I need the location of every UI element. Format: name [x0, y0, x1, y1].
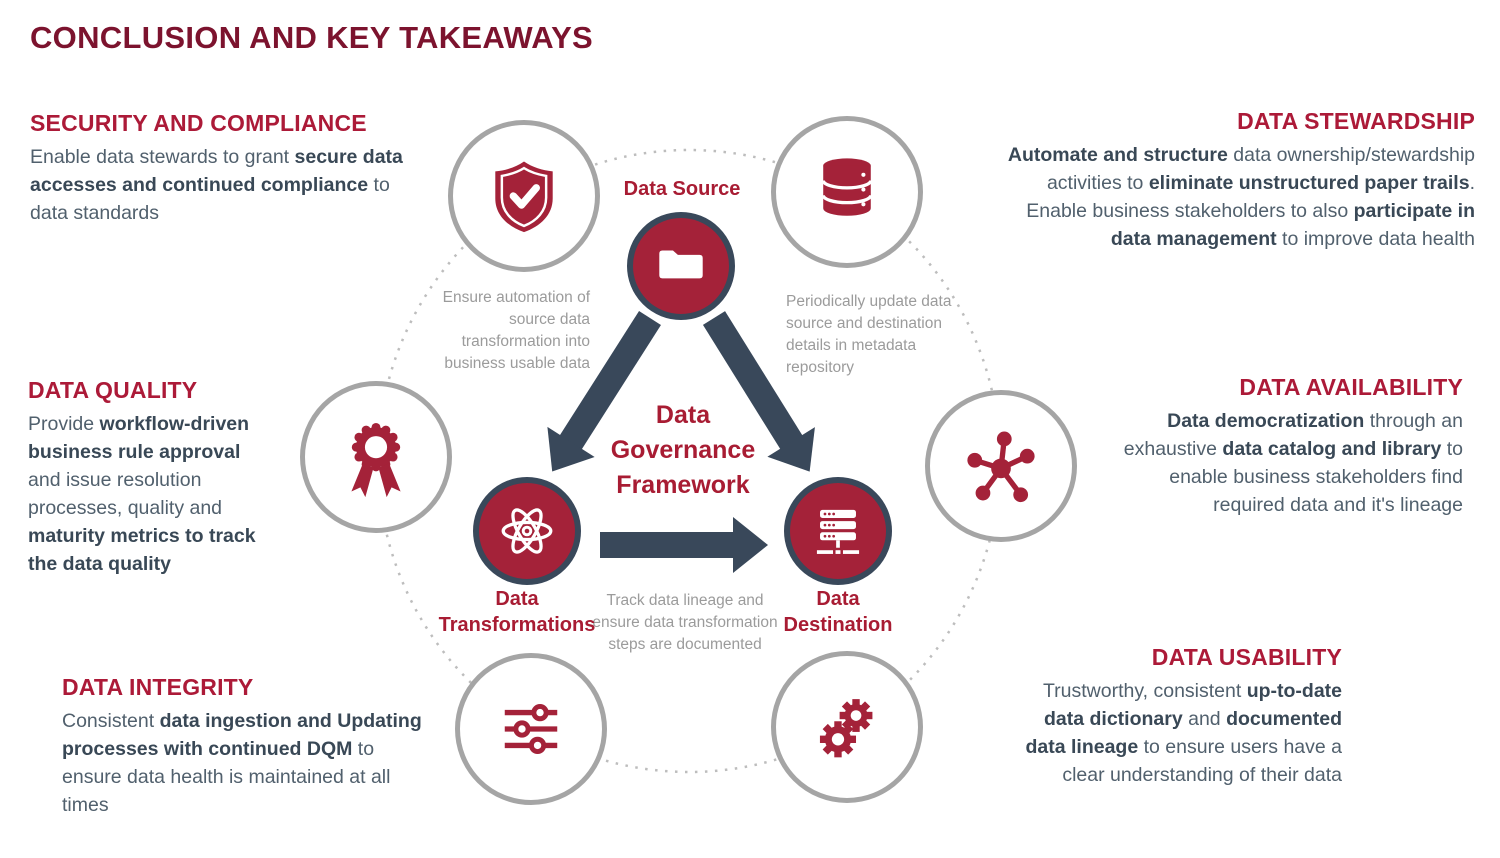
section-data-quality: DATA QUALITY Provide workflow-driven bus… [28, 377, 276, 578]
section-body: Trustworthy, consistent up-to-date data … [1025, 680, 1342, 786]
sliders-icon [504, 703, 558, 755]
section-heading: DATA USABILITY [1151, 644, 1342, 670]
section-body: Provide workflow-driven business rule ap… [28, 413, 256, 575]
section-heading: SECURITY AND COMPLIANCE [30, 110, 367, 136]
caption-transformations-destination: Track data lineage and ensure data trans… [592, 592, 778, 653]
network-hub-icon [967, 431, 1035, 503]
label-data-destination: Data Destination [783, 588, 893, 636]
caption-source-transformations: Ensure automation of source data transfo… [442, 289, 590, 372]
section-data-integrity: DATA INTEGRITY Consistent data ingestion… [62, 674, 427, 819]
arrow-transformations-to-destination [600, 517, 768, 573]
section-data-stewardship: DATA STEWARDSHIP Automate and structure … [985, 108, 1475, 253]
section-heading: DATA QUALITY [28, 377, 198, 403]
shield-check-icon [495, 161, 553, 233]
circle-availability [925, 390, 1077, 542]
database-icon [821, 158, 873, 216]
atom-icon [501, 508, 553, 554]
circle-quality [300, 381, 452, 533]
node-data-source [627, 212, 735, 320]
section-heading: DATA INTEGRITY [62, 674, 254, 700]
gears-icon [819, 699, 873, 758]
center-framework-label: Data Governance Framework [553, 398, 813, 503]
circle-usability [771, 651, 923, 803]
center-line-2: Governance [610, 436, 756, 464]
folder-icon [659, 250, 703, 279]
page-title: CONCLUSION AND KEY TAKEAWAYS [30, 20, 594, 55]
section-heading: DATA AVAILABILITY [1239, 374, 1463, 400]
section-body: Consistent data ingestion and Updating p… [62, 710, 422, 816]
section-data-availability: DATA AVAILABILITY Data democratization t… [1100, 374, 1463, 519]
center-line-1: Data [655, 401, 711, 429]
section-security-compliance: SECURITY AND COMPLIANCE Enable data stew… [30, 110, 405, 227]
section-body: Data democratization through an exhausti… [1123, 410, 1463, 516]
section-body: Automate and structure data ownership/st… [1007, 144, 1475, 250]
section-data-usability: DATA USABILITY Trustworthy, consistent u… [1008, 644, 1342, 789]
label-data-transformations: Data Transformations [438, 588, 596, 636]
section-body: Enable data stewards to grant secure dat… [30, 146, 403, 224]
award-ribbon-icon [351, 422, 401, 498]
circle-integrity [455, 653, 607, 805]
section-heading: DATA STEWARDSHIP [1237, 108, 1475, 134]
server-stack-icon [816, 509, 860, 554]
caption-source-destination: Periodically update data source and dest… [786, 293, 952, 376]
center-line-3: Framework [616, 471, 750, 499]
label-data-source: Data Source [623, 178, 741, 200]
